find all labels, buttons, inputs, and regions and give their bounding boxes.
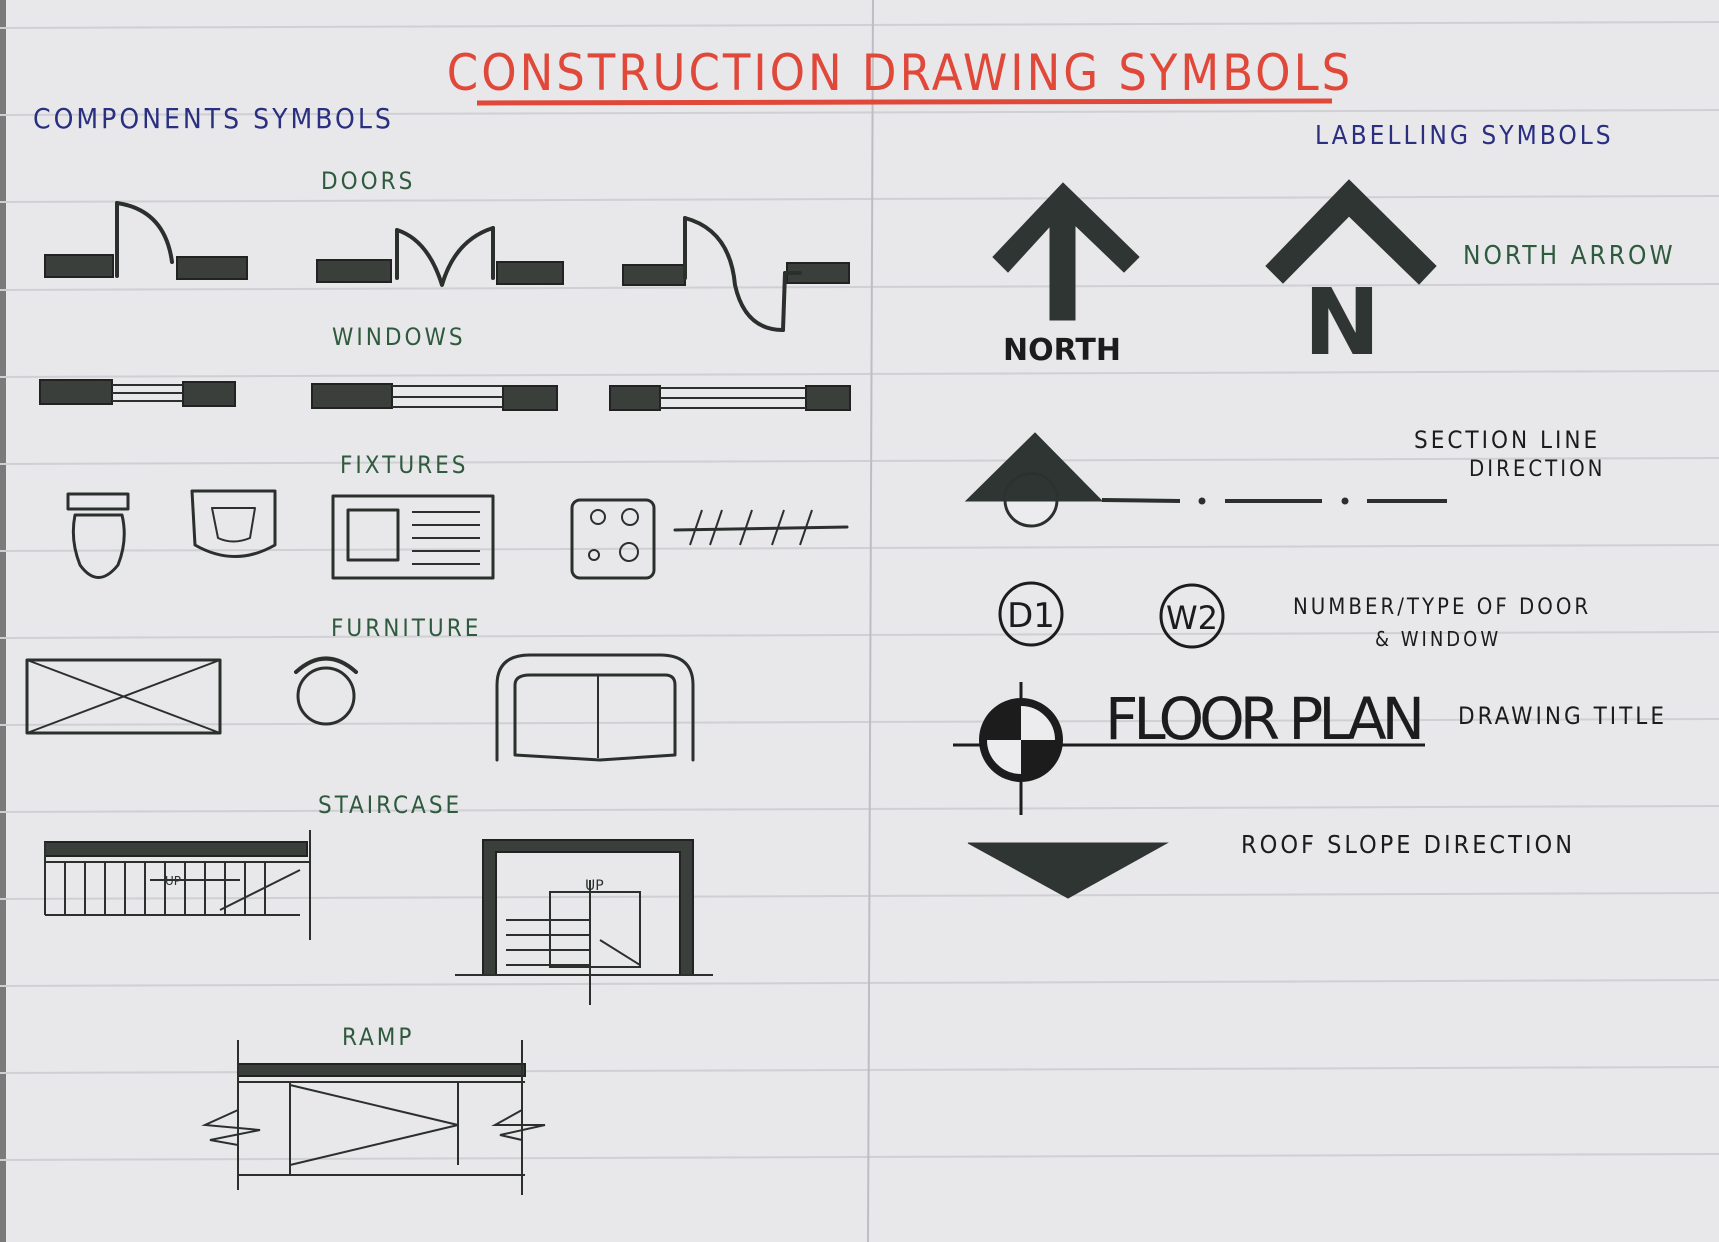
stove-symbol [570, 498, 656, 580]
doors-label: DOORS [321, 167, 415, 195]
north-arrow-label: NORTH ARROW [1463, 241, 1676, 271]
window-tag-symbol: W2 [1159, 583, 1225, 649]
door-tag-text: D1 [1007, 596, 1055, 636]
table-symbol [25, 658, 222, 735]
window-symbol-3 [609, 385, 851, 411]
stair-up-text-2: UP [585, 878, 604, 894]
ruled-lines [0, 21, 1719, 1161]
section-line-symbol [964, 432, 1447, 528]
single-door-symbol [44, 201, 248, 280]
straight-stair-symbol: UP [44, 830, 311, 940]
railing-symbol [673, 509, 849, 546]
drawing-title-symbol: FLOOR PLAN [953, 682, 1425, 815]
stair-up-text-1: UP [165, 874, 181, 888]
north-arrow-symbol: NORTH [992, 182, 1140, 368]
north-text: NORTH [1003, 333, 1121, 368]
drawing-title-label: DRAWING TITLE [1458, 702, 1667, 730]
roof-slope-label: ROOF SLOPE DIRECTION [1241, 830, 1575, 859]
chair-symbol [294, 656, 358, 726]
north-letter: N [1304, 269, 1381, 376]
windows-label: WINDOWS [332, 323, 466, 351]
window-symbol-2 [311, 383, 558, 411]
tag-label-line2: & WINDOW [1375, 627, 1501, 651]
components-heading: COMPONENTS SYMBOLS [33, 102, 394, 135]
furniture-label: FURNITURE [331, 614, 481, 642]
window-symbol-1 [39, 379, 236, 407]
roof-slope-symbol [967, 842, 1169, 899]
kitchen-counter-symbol [331, 494, 495, 580]
center-divider [867, 0, 874, 1242]
pivot-door-symbol [622, 216, 850, 332]
u-stair-symbol: UP [455, 839, 713, 1005]
fixtures-label: FIXTURES [340, 451, 469, 479]
ramp-label: RAMP [342, 1023, 414, 1051]
paper-edge [0, 0, 6, 1242]
sofa-symbol [495, 653, 695, 762]
staircase-label: STAIRCASE [318, 791, 462, 819]
floor-plan-title: FLOOR PLAN [1105, 685, 1425, 753]
north-n-arrow-symbol: N [1265, 179, 1437, 376]
section-label-line2: DIRECTION [1469, 457, 1605, 482]
tag-label-line1: NUMBER/TYPE OF DOOR [1293, 595, 1591, 620]
window-tag-text: W2 [1166, 599, 1218, 637]
double-door-symbol [316, 226, 564, 287]
labelling-heading: LABELLING SYMBOLS [1315, 121, 1614, 151]
ramp-symbol [201, 1040, 546, 1195]
toilet-symbol [66, 492, 130, 579]
door-tag-symbol: D1 [998, 581, 1064, 647]
sink-symbol [190, 489, 277, 558]
section-label-line1: SECTION LINE [1414, 426, 1600, 454]
page-title: CONSTRUCTION DRAWING SYMBOLS [447, 44, 1353, 102]
title-underline [476, 98, 1333, 106]
